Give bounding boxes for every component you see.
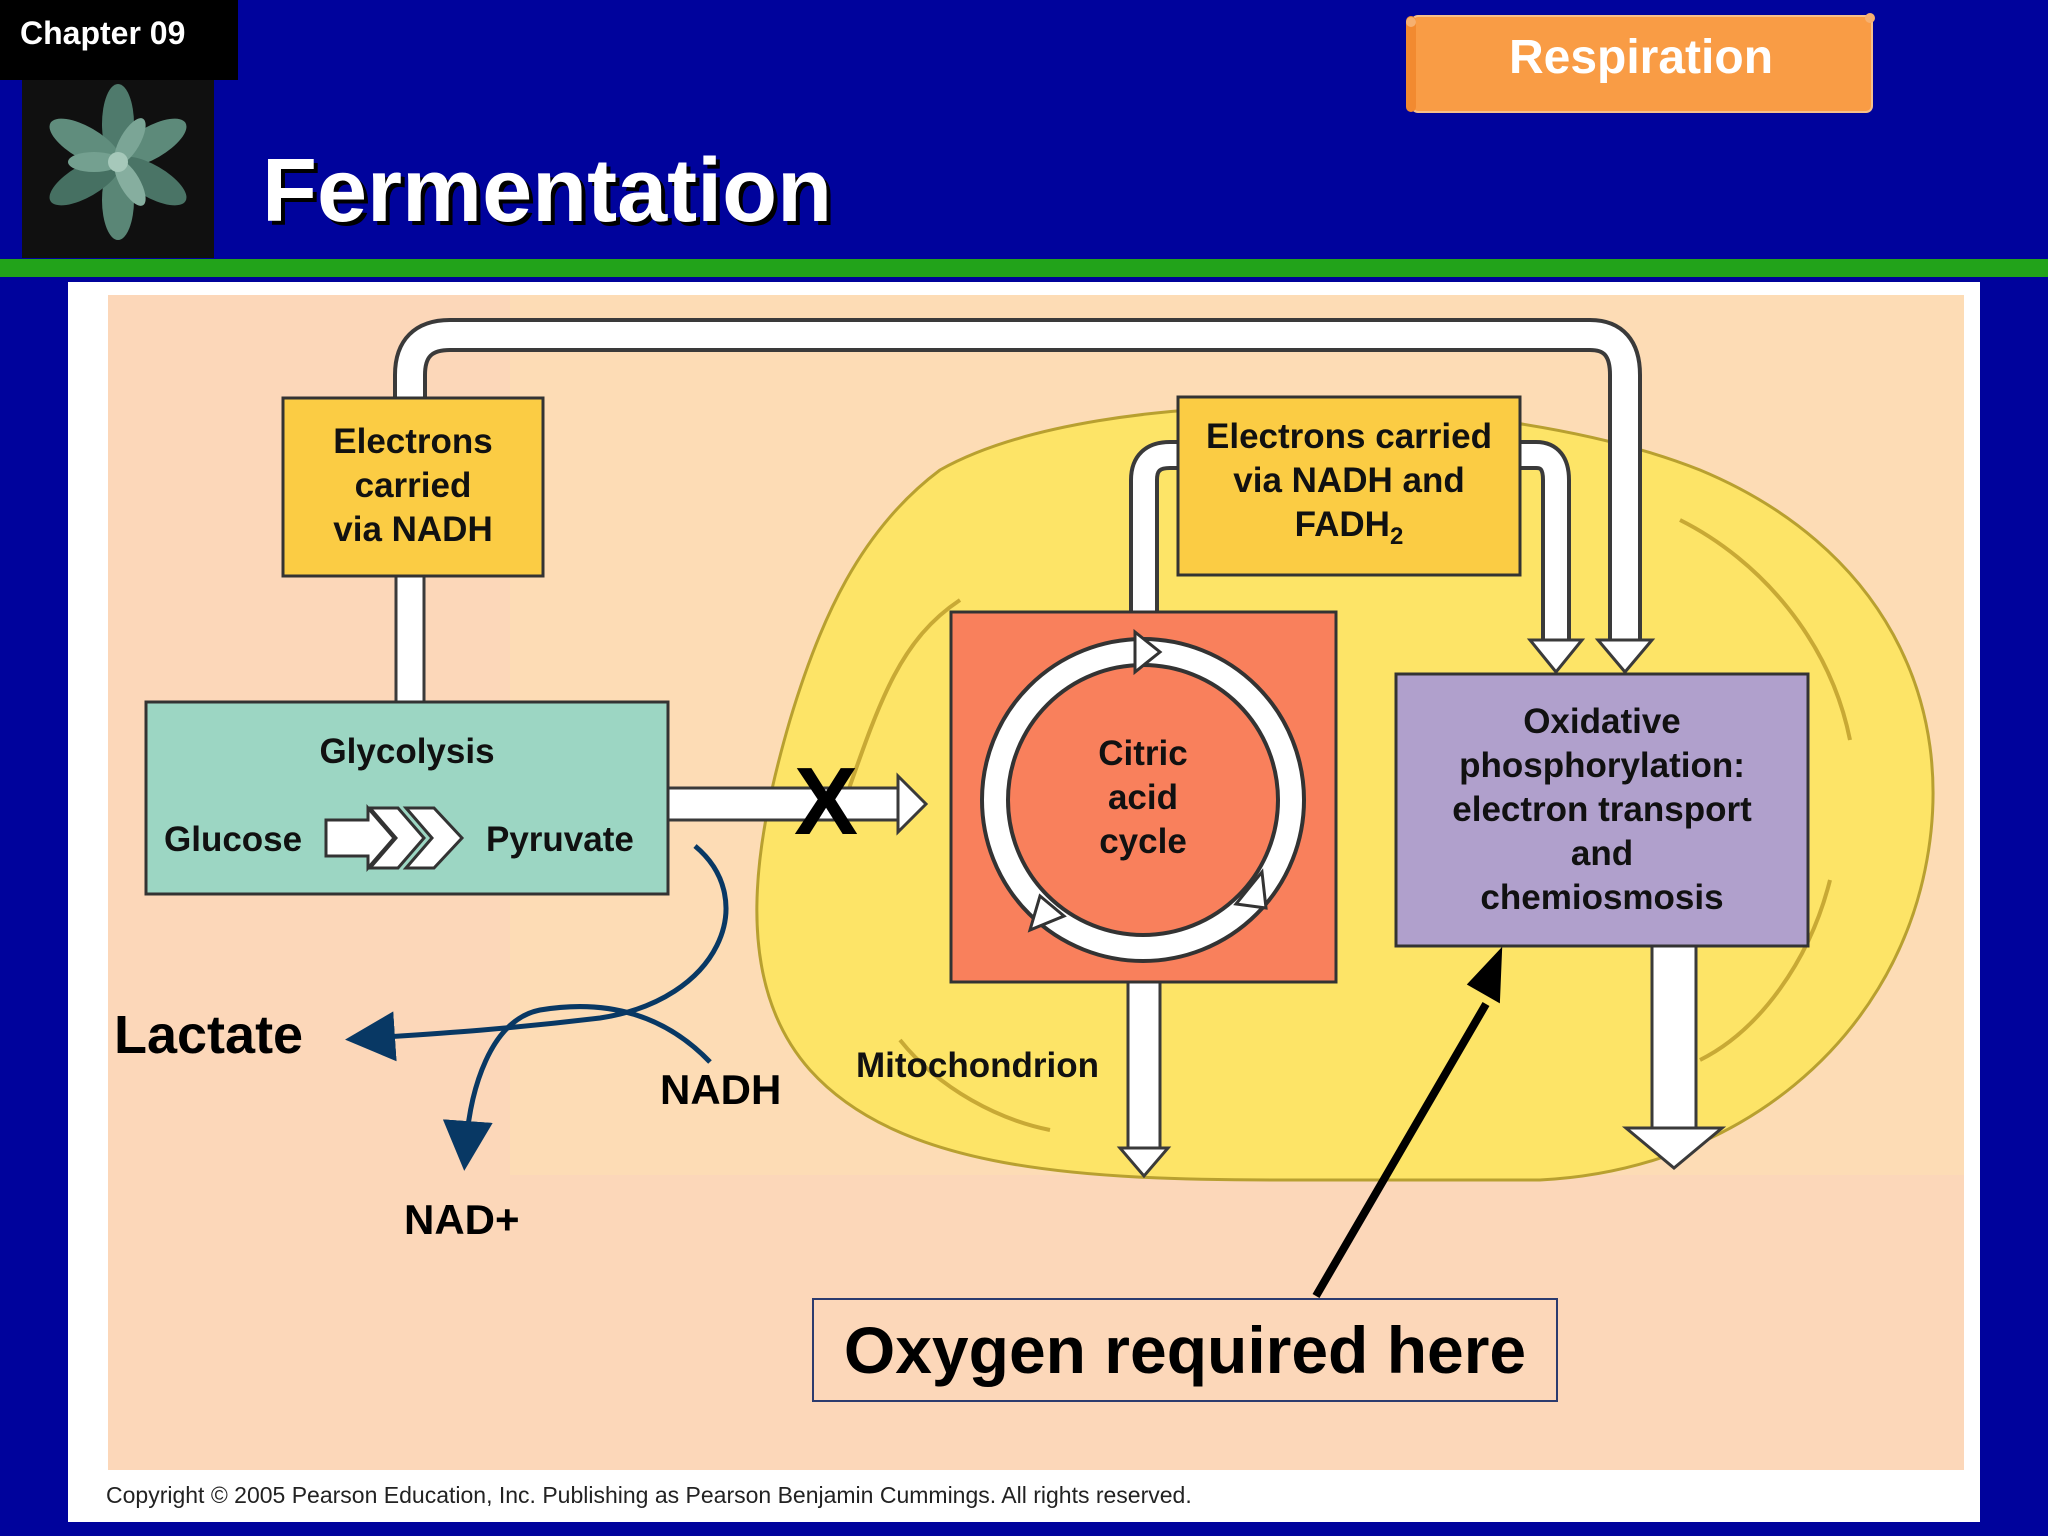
electrons-nadh-fadh-line-2: via NADH and — [1233, 461, 1465, 500]
scroll-banner — [1406, 13, 1875, 113]
oxidative-line-3: electron transport — [1452, 790, 1752, 829]
glycolysis-title: Glycolysis — [319, 732, 495, 771]
oxygen-pointer-line — [1312, 1001, 1490, 1299]
pyruvate-to-citric-arrow-shaft — [666, 786, 902, 822]
citric-acid-box — [949, 610, 1338, 984]
citric-loop — [1133, 444, 1188, 615]
slide-title: Fermentation — [262, 141, 833, 241]
fadh-flow — [1518, 444, 1567, 640]
fadh2-line: FADH2 — [1178, 503, 1520, 559]
glycolysis-chevron-arrows — [324, 803, 465, 873]
oxidative-line-5: chemiosmosis — [1480, 878, 1724, 917]
fadh-text: FADH — [1294, 505, 1390, 544]
accent-divider — [0, 259, 2048, 277]
cycle-arrowhead-right — [1233, 868, 1268, 910]
fadh-subscript: 2 — [1389, 523, 1404, 550]
electrons-nadh-fadh-box — [1176, 395, 1522, 577]
oxidative-box — [1394, 672, 1810, 948]
electrons-nadh-label: Electrons carried via NADH — [283, 420, 543, 552]
citric-down-arrowhead — [1116, 1146, 1172, 1179]
electrons-nadh-box — [281, 396, 545, 578]
oxidative-line-1: Oxidative — [1523, 702, 1681, 741]
lactate-label: Lactate — [114, 1005, 304, 1065]
citric-acid-cycle-label: Citric acid cycle — [1063, 732, 1223, 864]
citric-line-1: Citric — [1098, 734, 1188, 773]
oxygen-required-callout: Oxygen required here — [812, 1298, 1558, 1402]
oxidative-line-2: phosphorylation: — [1459, 746, 1745, 785]
mitochondrion-label: Mitochondrion — [856, 1046, 1100, 1085]
respiration-diagram — [108, 295, 1964, 1470]
electrons-nadh-line-1: Electrons — [333, 422, 493, 461]
nad-plus-label: NAD+ — [404, 1196, 520, 1243]
chapter-label: Chapter 09 — [0, 0, 238, 80]
fadh-flow-arrowhead — [1526, 638, 1586, 675]
oxidative-down-arrowhead — [1621, 1126, 1727, 1170]
glucose-label: Glucose — [164, 820, 303, 859]
cycle-arrowhead-left — [1027, 893, 1067, 933]
succulent-plant-photo — [22, 80, 214, 258]
copyright-notice: Copyright © 2005 Pearson Education, Inc.… — [106, 1482, 1192, 1508]
electron-flow-arrowhead — [1594, 638, 1656, 675]
oxidative-down-arrow-shaft — [1650, 942, 1698, 1132]
cycle-arrowhead-top — [1133, 628, 1163, 676]
glycolysis-connector — [394, 570, 426, 706]
blocked-x-mark: X — [794, 748, 859, 855]
electrons-nadh-line-3: via NADH — [333, 510, 493, 549]
citric-line-3: cycle — [1099, 822, 1187, 861]
nadh-to-nad-arrow — [442, 1004, 712, 1171]
mitochondrion-cristae — [843, 518, 1852, 1132]
citric-down-arrow-shaft — [1126, 978, 1162, 1152]
electrons-nadh-line-2: carried — [354, 466, 472, 505]
oxidative-line-4: and — [1570, 834, 1634, 873]
oxidative-phosphorylation-label: Oxidative phosphorylation: electron tran… — [1396, 700, 1808, 920]
section-banner-label: Respiration — [1508, 31, 1774, 84]
citric-line-2: acid — [1107, 778, 1179, 817]
glycolysis-box — [144, 700, 670, 896]
oxygen-pointer-head — [1466, 946, 1503, 1004]
electrons-nadh-fadh-label: Electrons carried via NADH and FADH2 — [1178, 415, 1520, 559]
electrons-nadh-fadh-line-1: Electrons carried — [1206, 417, 1492, 456]
pyruvate-to-citric-arrowhead — [896, 772, 929, 836]
electron-flow-arrow — [397, 322, 1638, 640]
nadh-label: NADH — [660, 1066, 782, 1113]
pyruvate-to-lactate-arrow — [345, 844, 729, 1062]
pyruvate-label: Pyruvate — [486, 820, 634, 859]
